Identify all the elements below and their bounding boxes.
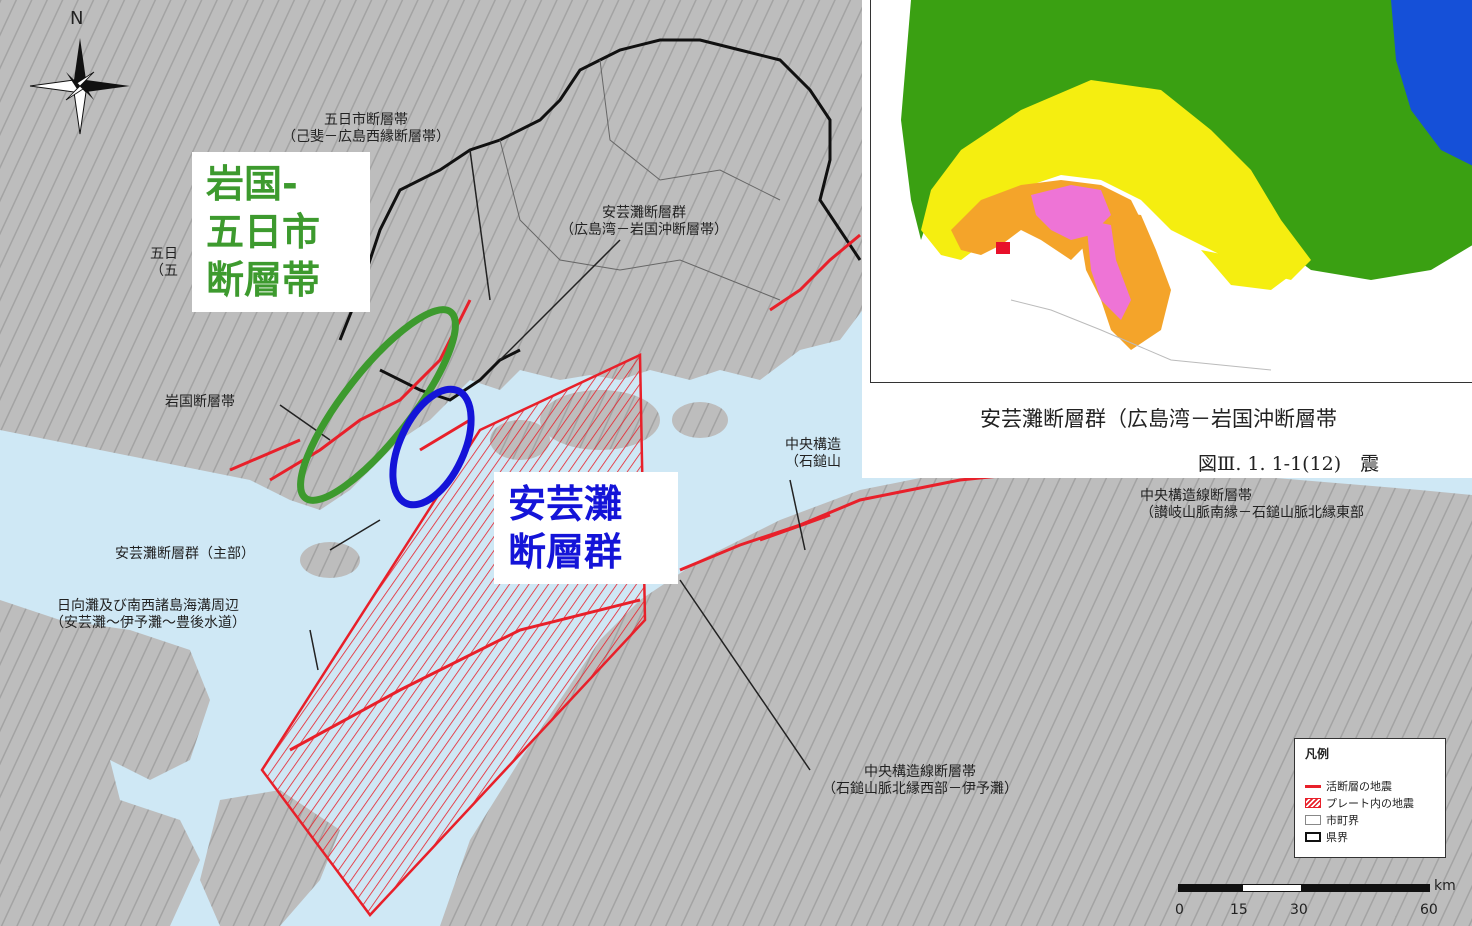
hatched-box-icon [1305,798,1321,808]
callout-line: 安芸灘 [508,482,623,526]
callout-line: 断層帯 [206,258,321,302]
thin-box-icon [1305,815,1321,825]
intensity-pink-south [1086,220,1131,320]
label-itsukaichi-fault: 五日市断層帯 （己斐－広島西縁断層帯） [282,112,450,146]
label-line: 中央構造 [785,437,841,453]
label-line: 岩国断層帯 [165,394,235,410]
label-line: 五日 [150,246,178,262]
compass-rose [29,38,130,135]
inset-intensity-map [870,0,1472,383]
label-line: 中央構造線断層帯 [1140,488,1252,504]
scale-segment [1242,884,1302,892]
inset-panel: 安芸灘断層群（広島湾－岩国沖断層帯 図Ⅲ. 1. 1-1(12) 震 [862,0,1472,478]
label-chuo-ishizuchi: 中央構造線断層帯 （石鎚山脈北縁西部－伊予灘） [822,764,1018,798]
callout-aki-nada: 安芸灘 断層群 [494,472,678,584]
legend-label: プレート内の地震 [1326,797,1414,810]
island [672,402,728,438]
legend-item-municipal: 市町界 [1305,813,1359,827]
label-iwakuni-fault: 岩国断層帯 [165,394,235,411]
label-line: 安芸灘断層群（主部） [115,546,255,562]
callout-line: 五日市 [206,210,321,254]
thick-box-icon [1305,832,1321,842]
scale-tick: 0 [1175,902,1184,918]
municipal-border [499,139,781,301]
label-chuo-partial: 中央構造 （石鎚山 [785,437,841,471]
label-line: （安芸灘～伊予灘～豊後水道） [50,615,246,631]
scale-segment [1302,884,1430,892]
land-shikoku [440,460,1472,926]
label-itsukaichi-left: 五日 （五 [150,246,178,280]
callout-iwakuni-itsukaichi: 岩国- 五日市 断層帯 [192,152,370,312]
callout-line: 岩国- [206,162,298,206]
legend: 凡例 活断層の地震 プレート内の地震 市町界 県界 [1294,738,1446,858]
intensity-blue [1391,0,1472,166]
label-line: （五 [150,263,178,279]
intensity-red [996,242,1010,254]
label-line: （石鎚山脈北縁西部－伊予灘） [822,781,1018,797]
inset-caption: 安芸灘断層群（広島湾－岩国沖断層帯 [980,407,1337,431]
scale-tick: 15 [1230,902,1248,918]
legend-label: 活断層の地震 [1326,780,1392,793]
blue-highlight-oval [389,385,475,509]
label-line: 五日市断層帯 [324,112,408,128]
callout-line: 断層群 [508,530,623,574]
label-line: （石鎚山 [785,454,841,470]
municipal-border [599,59,781,201]
scale-tick: 60 [1420,902,1438,918]
active-faults [229,233,1061,752]
inset-figure-label: 図Ⅲ. 1. 1-1(12) 震 [1198,453,1380,475]
label-hyuga-nada: 日向灘及び南西諸島海溝周辺 （安芸灘～伊予灘～豊後水道） [50,598,246,632]
label-aki-nada-north: 安芸灘断層群 （広島湾－岩国沖断層帯） [560,205,728,239]
scale-unit: km [1434,878,1456,894]
label-line: 日向灘及び南西諸島海溝周辺 [57,598,239,614]
legend-item-plate: プレート内の地震 [1305,796,1414,810]
leader-lines [279,149,811,771]
label-line: 中央構造線断層帯 [864,764,976,780]
label-line: 安芸灘断層群 [602,205,686,221]
legend-item-active-fault: 活断層の地震 [1305,779,1392,793]
land-kyushu [0,600,210,926]
legend-label: 市町界 [1326,814,1359,827]
scale-segment [1178,884,1242,892]
legend-label: 県界 [1326,831,1348,844]
label-line: （広島湾－岩国沖断層帯） [560,222,728,238]
scale-tick: 30 [1290,902,1308,918]
label-line: （讃岐山脈南縁－石鎚山脈北縁東部 [1140,505,1364,521]
intensity-map-svg [871,0,1472,382]
label-chuo-sanuki: 中央構造線断層帯 （讃岐山脈南縁－石鎚山脈北縁東部 [1140,488,1364,522]
intensity-yellow-east [1201,250,1291,290]
land-chugoku [0,0,870,510]
legend-title: 凡例 [1305,747,1330,761]
scale-bar: km 0 15 30 60 [1175,878,1468,926]
legend-item-prefecture: 県界 [1305,830,1348,844]
north-label: N [70,8,84,29]
intensity-coastline [1010,299,1272,371]
island [300,542,360,578]
prefecture-border [338,38,862,341]
red-line-icon [1305,784,1321,788]
label-aki-nada-main: 安芸灘断層群（主部） [115,546,255,563]
label-line: （己斐－広島西縁断層帯） [282,129,450,145]
intensity-yellow [921,80,1311,280]
